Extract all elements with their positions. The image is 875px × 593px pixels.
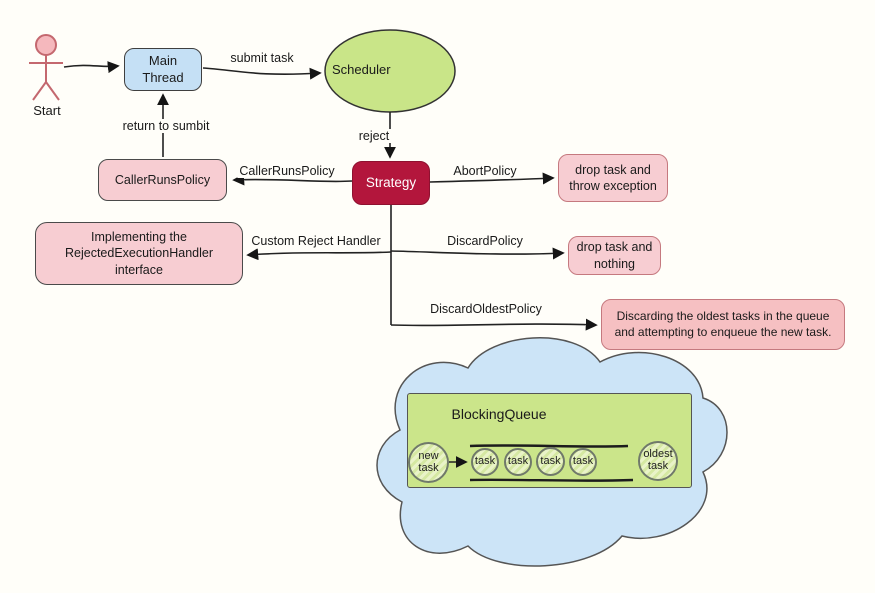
- queue-rail-bottom: [469, 478, 634, 482]
- arrow-custom-reject-handler: [246, 248, 392, 261]
- reject-label: reject: [356, 129, 392, 143]
- discard-oldest-result-node: Discarding the oldest tasks in the queue…: [601, 299, 845, 350]
- arrow-start-to-main-thread: [63, 61, 120, 74]
- discard-oldest-policy-label: DiscardOldestPolicy: [428, 302, 544, 316]
- actor-label: Start: [31, 103, 63, 118]
- actor-leg-right: [45, 81, 60, 101]
- discard-policy-label: DiscardPolicy: [445, 234, 525, 248]
- task-circle: task: [471, 448, 499, 476]
- oldest-task-circle: oldest task: [638, 441, 678, 481]
- task-circle: task: [536, 447, 565, 476]
- custom-reject-handler-label: Custom Reject Handler: [249, 234, 383, 248]
- arrow-discard-oldest-policy: [390, 318, 598, 331]
- actor-leg-left: [32, 81, 47, 101]
- return-to-sumbit-label: return to sumbit: [120, 119, 212, 133]
- actor-figure: [29, 34, 63, 101]
- task-circle: task: [569, 448, 597, 476]
- caller-runs-policy-edge-label: CallerRunsPolicy: [237, 164, 337, 178]
- arrow-caller-runs-policy: [232, 173, 353, 186]
- queue-rail-top: [469, 444, 629, 448]
- actor-head: [35, 34, 57, 56]
- main-thread-node: Main Thread: [124, 48, 202, 91]
- scheduler-label: Scheduler: [332, 62, 391, 77]
- caller-runs-policy-node: CallerRunsPolicy: [98, 159, 227, 201]
- arrow-abort-policy: [429, 172, 555, 185]
- drop-nothing-node: drop task and nothing: [568, 236, 661, 275]
- abort-policy-label: AbortPolicy: [451, 164, 519, 178]
- arrow-submit-task: [202, 67, 322, 80]
- strategy-node: Strategy: [352, 161, 430, 205]
- arrow-discard-policy: [390, 247, 565, 260]
- new-task-circle: new task: [408, 442, 449, 483]
- implementing-node: Implementing the RejectedExecutionHandle…: [35, 222, 243, 285]
- drop-throw-node: drop task and throw exception: [558, 154, 668, 202]
- blocking-queue-title: BlockingQueue: [451, 406, 547, 422]
- task-circle: task: [504, 448, 532, 476]
- submit-task-label: submit task: [228, 51, 296, 65]
